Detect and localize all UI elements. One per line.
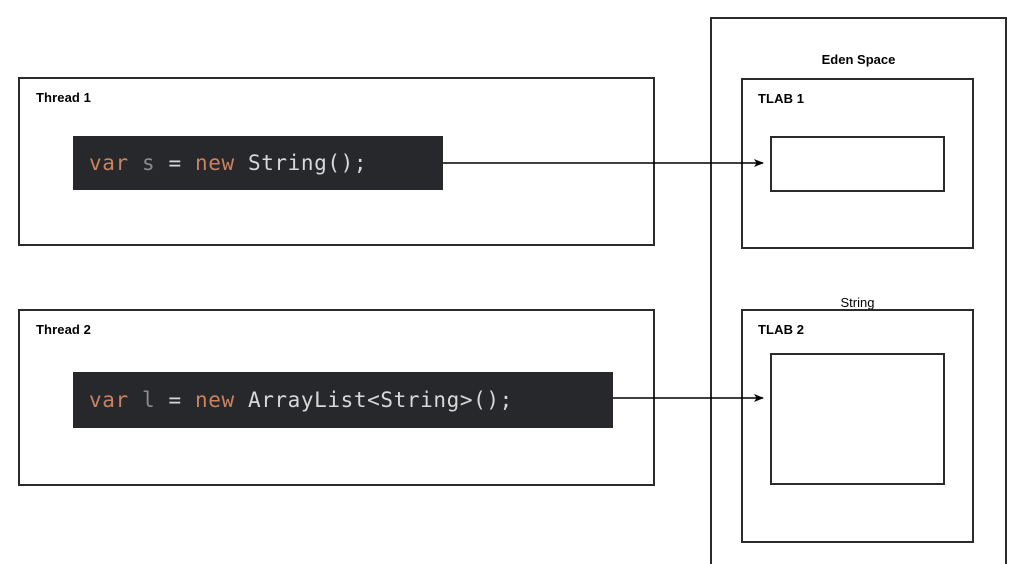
tlab-2-label: TLAB 2 [758,322,805,337]
object-box-arraylist: ArrayList [770,353,945,485]
thread-1-label: Thread 1 [36,90,91,105]
object-label-string: String [840,295,875,310]
object-box-string: String [770,136,945,310]
code-1-operator: = [155,151,195,175]
thread-1-code-block: var s = new String(); [73,136,443,190]
code-2-operator: = [155,388,195,412]
code-1-variable: s [141,151,156,175]
code-1-space-1 [129,151,142,175]
code-2-space-1 [129,388,142,412]
code-1-expression: String(); [234,151,368,175]
eden-space-title: Eden Space [821,52,896,67]
thread-2-label: Thread 2 [36,322,91,337]
code-1-keyword-new: new [194,151,235,175]
code-1-keyword-var: var [89,151,129,175]
code-2-expression: ArrayList<String>(); [234,388,513,412]
code-2-variable: l [141,388,156,412]
thread-2-code-block: var l = new ArrayList<String>(); [73,372,613,428]
code-2-keyword-new: new [194,388,235,412]
tlab-1-label: TLAB 1 [758,91,805,106]
code-2-keyword-var: var [89,388,129,412]
